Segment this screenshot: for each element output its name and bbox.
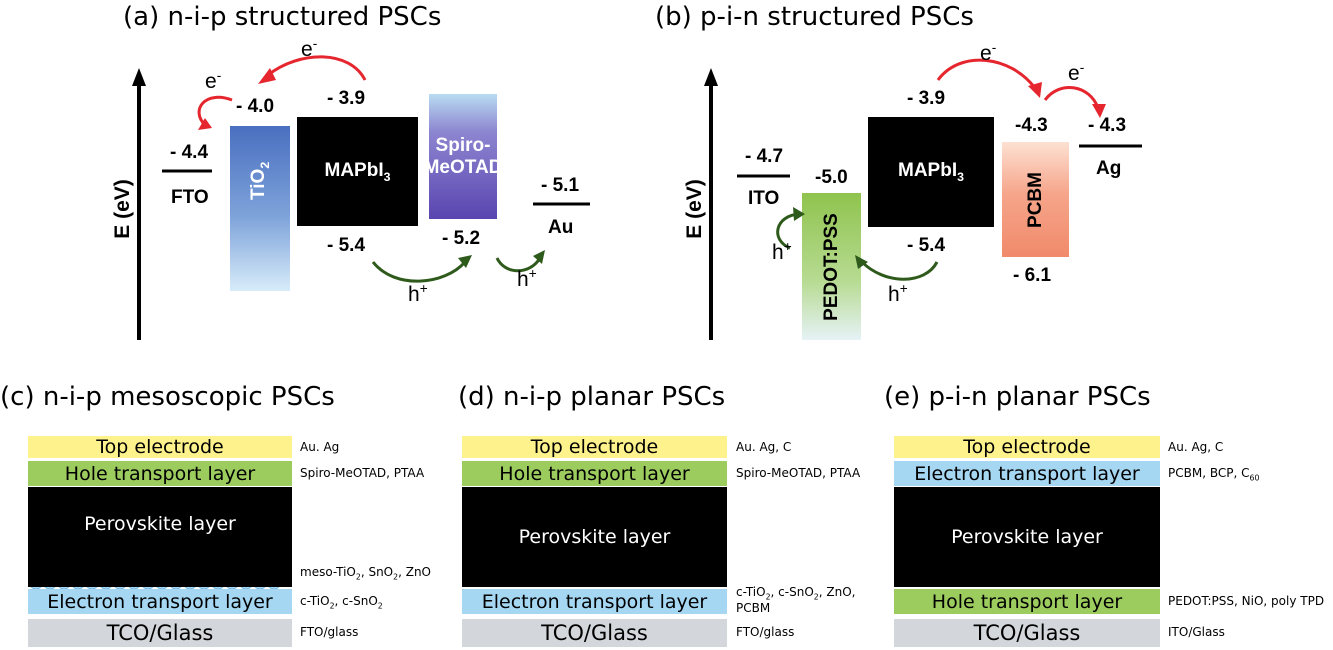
e-perovskite-layer: Perovskite layer: [894, 487, 1160, 587]
d-tco-material: FTO/glass: [736, 625, 795, 639]
pcbm-label-wrap: PCBM: [1002, 142, 1069, 257]
mapbi3-bottom-value-b: - 5.4: [907, 235, 946, 256]
mapbi3-top-value-a: - 3.9: [327, 88, 366, 109]
e-hole-transport-layer: Hole transport layer: [894, 589, 1160, 614]
mapbi3-box-b: [868, 117, 994, 227]
pcbm-bottom-value: - 6.1: [1013, 265, 1052, 286]
spiro-bottom-value: - 5.2: [442, 228, 481, 249]
c-electron-transport-layer: Electron transport layer: [28, 589, 292, 614]
electron-arrow-pcbm-ag-head: [1092, 104, 1106, 118]
ito-value: - 4.7: [745, 146, 784, 167]
electron-arrow-mapbi3-pcbm: [936, 58, 1037, 89]
panel-a-title: (a) n-i-p structured PSCs: [123, 2, 442, 32]
pcbm-bar: [1002, 142, 1069, 257]
panel-e-title: (e) p-i-n planar PSCs: [884, 382, 1151, 412]
hole-arrow-mapbi3-spiro-head: [458, 255, 472, 268]
c-top-material: Au. Ag: [300, 440, 340, 454]
d-top-material: Au. Ag, C: [736, 440, 792, 454]
c-top-electrode: Top electrode: [28, 436, 292, 458]
panel-c-title: (c) n-i-p mesoscopic PSCs: [0, 382, 335, 412]
electron-arrow-tio2-fto: [197, 95, 233, 127]
energy-axis-a-head: [132, 68, 146, 86]
tio2-value: - 4.0: [236, 96, 275, 117]
panel-d-title: (d) n-i-p planar PSCs: [458, 382, 726, 412]
mapbi3-label-a: MAPbI3: [324, 159, 391, 184]
e-etl-material: PCBM, BCP, C60: [1168, 466, 1260, 483]
c-perovskite-layer: Perovskite layer: [28, 487, 292, 587]
pedot-value: -5.0: [815, 167, 848, 188]
hole-arrow-mapbi3-pedot-head: [855, 255, 868, 269]
y-axis-label-b: E (eV): [683, 179, 706, 239]
d-htl-material: Spiro-MeOTAD, PTAA: [736, 466, 861, 480]
hole-arrow-mapbi3-pedot: [860, 260, 939, 281]
tio2-label-wrap: TiO2: [230, 126, 290, 236]
fto-value: - 4.4: [170, 142, 209, 163]
d-tco-glass: TCO/Glass: [462, 619, 727, 647]
e-htl-material: PEDOT:PSS, NiO, poly TPD: [1168, 594, 1325, 608]
electron-label-2a: e-: [301, 36, 318, 61]
hole-arrow-spiro-au-head: [533, 250, 545, 264]
e-tco-glass: TCO/Glass: [894, 619, 1160, 647]
electron-label-1a: e-: [205, 68, 222, 93]
spiro-label: Spiro- MeOTAD: [423, 134, 503, 178]
mapbi3-box-a: [297, 117, 418, 226]
c-tco-glass: TCO/Glass: [28, 619, 292, 647]
c-hole-transport-layer: Hole transport layer: [28, 461, 292, 486]
e-top-electrode: Top electrode: [894, 436, 1160, 458]
electron-arrow-pcbm-ag: [1043, 86, 1100, 109]
electron-arrow-mapbi3-tio2-head: [258, 68, 276, 84]
hole-label-1b: h+: [772, 239, 792, 264]
hole-arrow-mapbi3-spiro: [371, 260, 467, 283]
electron-label-1b: e-: [980, 40, 997, 65]
electron-arrow-mapbi3-pcbm-head: [1028, 82, 1042, 98]
tio2-bar: [230, 126, 290, 291]
spiro-box: [429, 94, 497, 219]
ag-label: Ag: [1096, 158, 1122, 179]
electron-arrow-mapbi3-tio2: [267, 55, 367, 81]
tio2-label: TiO2: [248, 161, 272, 201]
pcbm-label: PCBM: [1024, 171, 1046, 228]
d-etl-material-line2: PCBM: [736, 601, 771, 615]
energy-axis-b-head: [704, 68, 718, 86]
pedot-label-wrap: PEDOT:PSS: [802, 193, 861, 340]
ag-value: - 4.3: [1088, 115, 1127, 136]
hole-label-1a: h+: [408, 281, 428, 306]
d-hole-transport-layer: Hole transport layer: [462, 461, 727, 486]
c-htl-material: Spiro-MeOTAD, PTAA: [300, 466, 425, 480]
panel-b-title: (b) p-i-n structured PSCs: [655, 2, 974, 32]
d-perovskite-layer: Perovskite layer: [462, 487, 727, 587]
c-meso-material: meso-TiO2, SnO2, ZnO: [300, 565, 431, 582]
c-mesoporous-layer: Mesoporous layer: [76, 562, 244, 584]
d-etl-material: c-TiO2, c-SnO2, ZnO,: [736, 585, 856, 602]
e-electron-transport-layer: Electron transport layer: [894, 461, 1160, 486]
e-top-material: Au. Ag, C: [1168, 440, 1224, 454]
hole-label-2b: h+: [888, 281, 908, 306]
fto-label: FTO: [171, 187, 209, 208]
hole-arrow-pedot-ito-head: [793, 207, 805, 221]
electron-label-2b: e-: [1068, 60, 1085, 85]
hole-label-2a: h+: [517, 266, 537, 291]
mapbi3-label-b: MAPbI3: [898, 160, 964, 184]
y-axis-label-a: E (eV): [111, 179, 134, 239]
ito-label: ITO: [748, 188, 780, 209]
mapbi3-bottom-value-a: - 5.4: [327, 235, 366, 256]
d-electron-transport-layer: Electron transport layer: [462, 589, 727, 614]
pcbm-top-value: -4.3: [1015, 115, 1048, 136]
pedot-bar: [802, 193, 861, 340]
c-tco-material: FTO/glass: [300, 625, 359, 639]
d-top-electrode: Top electrode: [462, 436, 727, 458]
electron-arrow-tio2-fto-head: [198, 118, 212, 130]
au-value: - 5.1: [541, 175, 580, 196]
au-label: Au: [548, 217, 574, 238]
e-tco-material: ITO/Glass: [1168, 625, 1225, 639]
pedot-label: PEDOT:PSS: [820, 212, 842, 321]
hole-arrow-spiro-au: [495, 257, 542, 273]
mapbi3-top-value-b: - 3.9: [907, 88, 946, 109]
c-etl-material: c-TiO2, c-SnO2: [300, 594, 383, 611]
